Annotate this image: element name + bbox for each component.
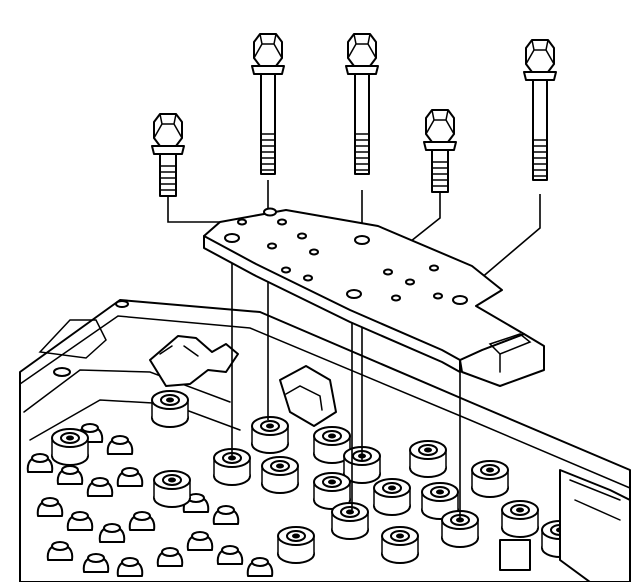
valve-body xyxy=(19,299,631,582)
bolt-long-3 xyxy=(523,39,557,181)
cover-plate xyxy=(203,207,545,387)
bolt-short-1 xyxy=(151,113,185,197)
bolt-short-2 xyxy=(423,109,457,193)
bolt-long-1 xyxy=(251,33,285,175)
bolt-long-2 xyxy=(345,33,379,175)
